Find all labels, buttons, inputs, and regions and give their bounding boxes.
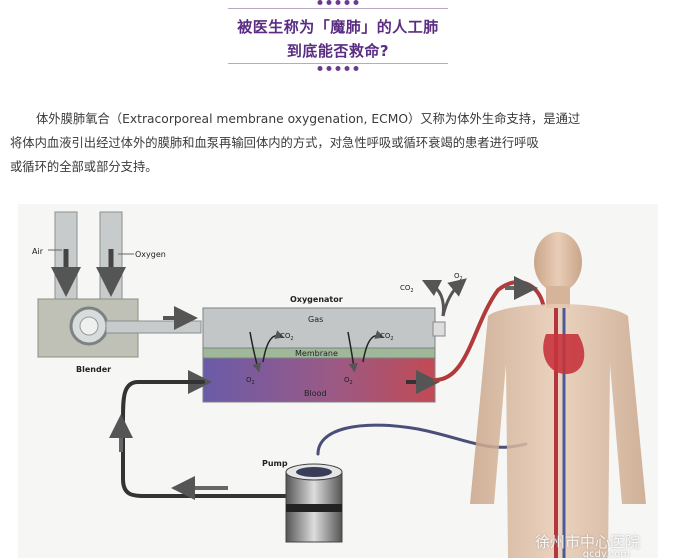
paragraph-line-3: 或循环的全部或部分支持。	[10, 160, 158, 174]
blood-label: Blood	[304, 389, 327, 398]
blood-pump	[285, 463, 343, 543]
title-line-2: 到底能否救命?	[286, 42, 390, 60]
air-label: Air	[32, 247, 44, 256]
gas-inlet-tubes	[48, 211, 134, 303]
paragraph-line-2: 将体内血液引出经过体外的膜肺和血泵再输回体内的方式，对急性呼吸或循环衰竭的患者进…	[10, 136, 539, 150]
paragraph-line-1: 体外膜肺氧合（Extracorporeal membrane oxygenati…	[36, 112, 581, 126]
oxygen-label: Oxygen	[135, 250, 166, 259]
oxygenator-label: Oxygenator	[290, 295, 343, 304]
ecmo-diagram-svg: Air Oxygen Blender Oxygenator Gas Membra…	[32, 211, 646, 558]
o2-out-arrow	[441, 278, 467, 317]
co2-out-label: CO2	[400, 284, 414, 294]
co2-label-1: CO2	[280, 332, 294, 342]
title-line-1: 被医生称为「魔肺」的人工肺	[237, 18, 439, 36]
pump-label: Pump	[262, 459, 288, 468]
blender-label: Blender	[76, 365, 111, 374]
watermark-site: qcdy.com	[582, 549, 630, 560]
decor-dots-top	[317, 0, 359, 5]
decor-dots-bottom	[317, 66, 359, 71]
membrane-label: Membrane	[295, 349, 338, 358]
oxygenator-unit	[202, 307, 446, 403]
decor-rule-bottom	[228, 63, 448, 64]
ecmo-diagram: Air Oxygen Blender Oxygenator Gas Membra…	[18, 204, 658, 560]
article-title-block: 被医生称为「魔肺」的人工肺 到底能否救命?	[0, 0, 676, 80]
patient-illustration	[470, 232, 646, 558]
co2-label-2: CO2	[380, 332, 394, 342]
decor-rule-top	[228, 8, 448, 9]
o2-label-2: O2	[344, 376, 353, 386]
o2-out-label: O2	[454, 272, 463, 282]
gas-label: Gas	[308, 315, 323, 324]
o2-label-1: O2	[246, 376, 255, 386]
blender-unit	[37, 298, 202, 358]
ecmo-paragraph: 体外膜肺氧合（Extracorporeal membrane oxygenati…	[10, 107, 666, 179]
watermark-text: 徐州市中心医院	[534, 533, 640, 551]
